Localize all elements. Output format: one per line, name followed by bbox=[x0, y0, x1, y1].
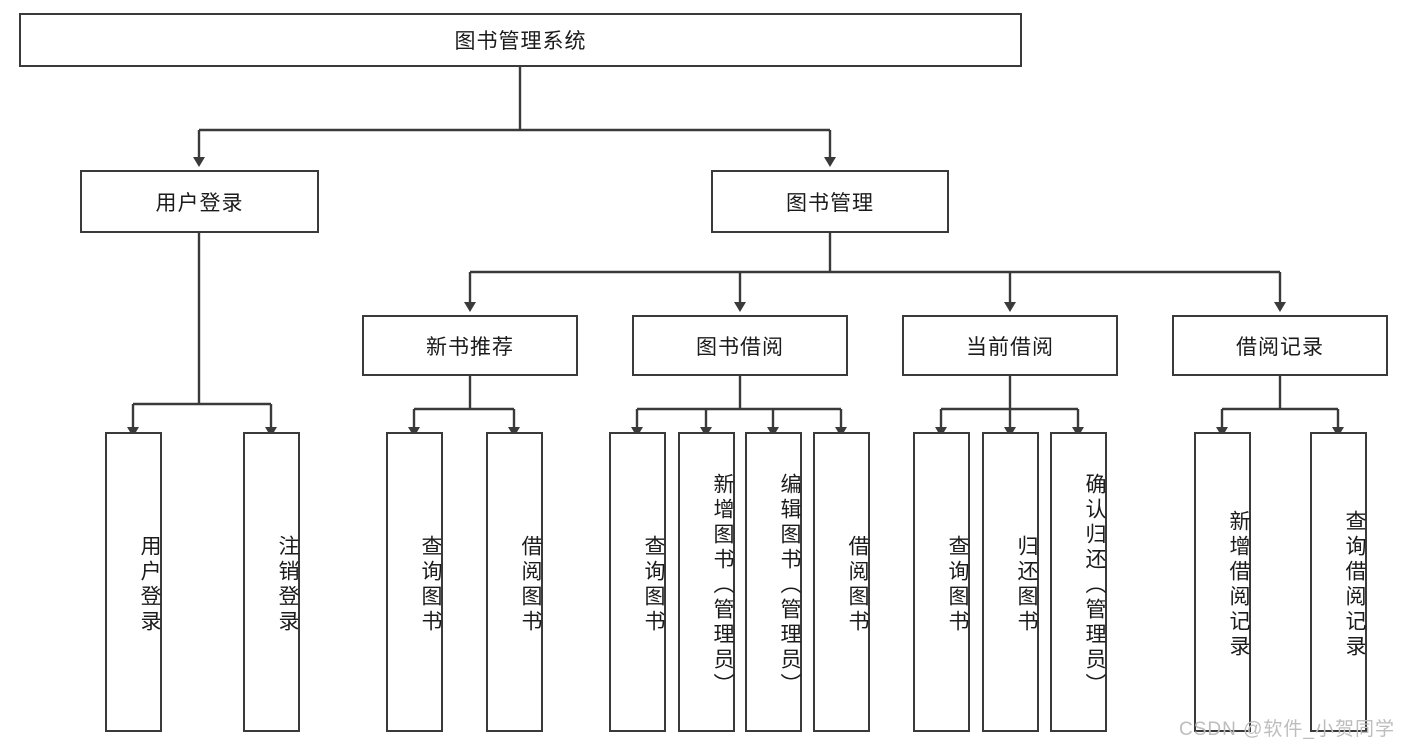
node-label: 用户登录 bbox=[138, 535, 161, 635]
node-label: 图书借阅 bbox=[696, 335, 784, 359]
leaf-borrow-book-recommend[interactable]: 借阅图书 bbox=[486, 432, 543, 732]
leaf-query-book-borrow[interactable]: 查询图书 bbox=[609, 432, 666, 732]
node-label: 新增借阅记录 bbox=[1227, 510, 1250, 660]
node-label: 借阅记录 bbox=[1236, 335, 1324, 359]
leaf-query-book-current[interactable]: 查询图书 bbox=[913, 432, 970, 732]
leaf-user-login[interactable]: 用户登录 bbox=[105, 432, 162, 732]
node-label: 确认归还（管理员） bbox=[1083, 472, 1106, 698]
node-new-book-recommend[interactable]: 新书推荐 bbox=[362, 315, 578, 376]
leaf-query-borrow-record[interactable]: 查询借阅记录 bbox=[1310, 432, 1367, 732]
node-root-book-management-system[interactable]: 图书管理系统 bbox=[19, 13, 1022, 67]
leaf-add-borrow-record[interactable]: 新增借阅记录 bbox=[1194, 432, 1251, 732]
node-label: 查询图书 bbox=[642, 535, 665, 635]
node-label: 注销登录 bbox=[276, 535, 299, 635]
node-label: 查询图书 bbox=[946, 535, 969, 635]
node-label: 编辑图书（管理员） bbox=[778, 472, 801, 698]
node-book-management[interactable]: 图书管理 bbox=[711, 170, 949, 233]
leaf-return-book[interactable]: 归还图书 bbox=[982, 432, 1039, 732]
node-borrow-record[interactable]: 借阅记录 bbox=[1172, 315, 1388, 376]
node-label: 借阅图书 bbox=[846, 535, 869, 635]
node-label: 查询图书 bbox=[419, 535, 442, 635]
node-label: 归还图书 bbox=[1015, 535, 1038, 635]
leaf-query-book-recommend[interactable]: 查询图书 bbox=[386, 432, 443, 732]
node-book-borrow[interactable]: 图书借阅 bbox=[632, 315, 848, 376]
node-label: 当前借阅 bbox=[966, 335, 1054, 359]
node-current-borrow[interactable]: 当前借阅 bbox=[902, 315, 1118, 376]
node-label: 新增图书（管理员） bbox=[711, 472, 734, 698]
node-label: 借阅图书 bbox=[519, 535, 542, 635]
node-user-login[interactable]: 用户登录 bbox=[80, 170, 319, 233]
node-label: 图书管理 bbox=[786, 191, 874, 215]
node-label: 图书管理系统 bbox=[454, 30, 587, 53]
node-label: 用户登录 bbox=[155, 191, 244, 215]
leaf-confirm-return-admin[interactable]: 确认归还（管理员） bbox=[1050, 432, 1107, 732]
leaf-borrow-book[interactable]: 借阅图书 bbox=[813, 432, 870, 732]
leaf-logout-login[interactable]: 注销登录 bbox=[243, 432, 300, 732]
node-label: 新书推荐 bbox=[426, 335, 514, 359]
node-label: 查询借阅记录 bbox=[1343, 510, 1366, 660]
leaf-add-book-admin[interactable]: 新增图书（管理员） bbox=[678, 432, 735, 732]
leaf-edit-book-admin[interactable]: 编辑图书（管理员） bbox=[745, 432, 802, 732]
